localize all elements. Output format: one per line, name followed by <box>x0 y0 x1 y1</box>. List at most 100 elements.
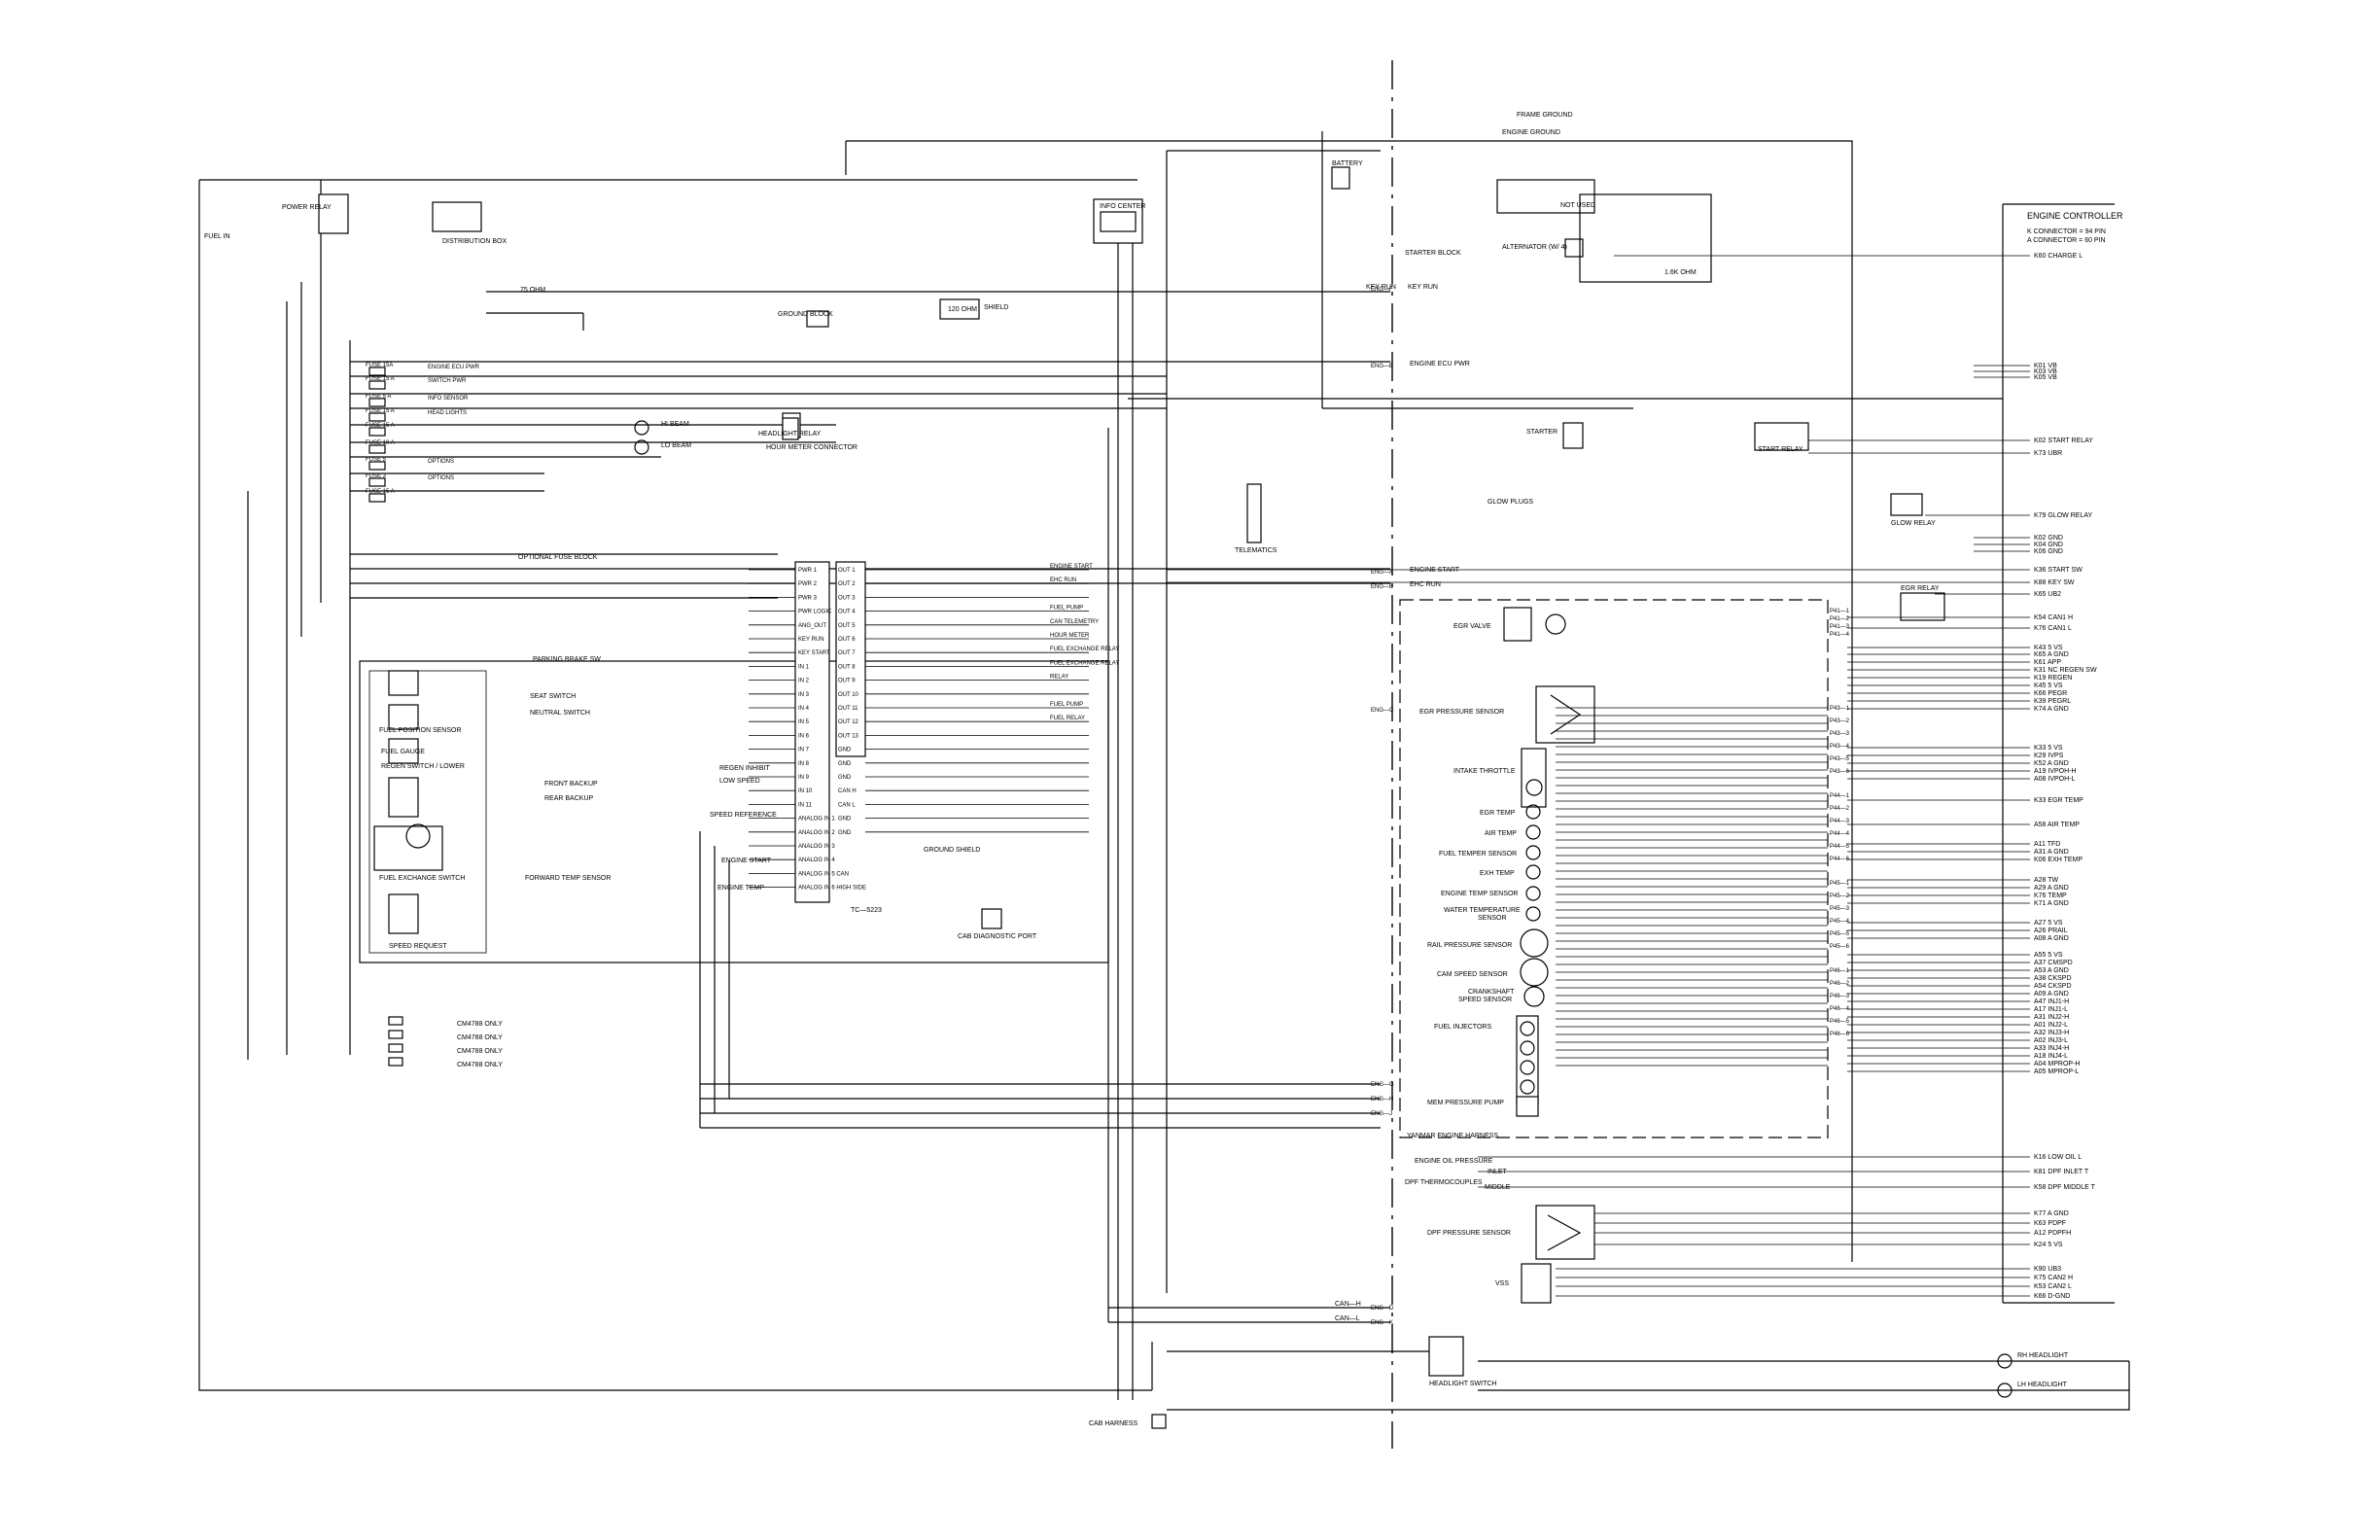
p-connector-pin: P43—1 <box>1830 706 1850 712</box>
p-connector-pin: P45—1 <box>1830 881 1850 887</box>
controller-pin-label: K58 DPF MIDDLE T <box>2034 1184 2096 1191</box>
mem-pressure-pump-label: MEM PRESSURE PUMP <box>1427 1100 1504 1106</box>
low-speed-label: LOW SPEED <box>719 778 760 785</box>
intake-throttle-label: INTAKE THROTTLE <box>1453 768 1516 775</box>
controller-pin-label: A38 CKSPD <box>2034 975 2072 982</box>
fuse-label: FUSE 5 <box>366 457 387 463</box>
controller-pin-label: A31 A GND <box>2034 849 2069 856</box>
controller-pin-label: K81 DPF INLET T <box>2034 1169 2089 1175</box>
p-connector-pin: P46—1 <box>1830 968 1850 974</box>
hi-beam-icon <box>634 420 649 436</box>
module-input-block <box>794 561 830 903</box>
controller-pin-label: K43 5 VS <box>2034 645 2063 651</box>
eng-connector-pin: ENG—J <box>1371 1111 1392 1117</box>
controller-pin-label: K24 5 VS <box>2034 1242 2063 1248</box>
module-input-pin: IN 11 <box>798 802 813 808</box>
water-temp-label-2: SENSOR <box>1478 915 1507 922</box>
forward-temp-sensor-label: FORWARD TEMP SENSOR <box>525 875 611 882</box>
glow-relay-label: GLOW RELAY <box>1891 520 1936 527</box>
controller-pin-label: K33 EGR TEMP <box>2034 797 2083 804</box>
air-temp-label: AIR TEMP <box>1485 830 1517 837</box>
p-connector-pin: P45—3 <box>1830 906 1850 912</box>
module-input-pin: PWR 3 <box>798 595 818 601</box>
ground-block <box>806 310 829 328</box>
fuse-label: FUSE 15A <box>366 363 393 368</box>
dpf-thermocouples-label: DPF THERMOCOUPLES <box>1405 1179 1483 1186</box>
controller-pin-label: K66 D-GND <box>2034 1293 2070 1300</box>
ehc-run-label: EHC RUN <box>1410 581 1441 588</box>
controller-title: ENGINE CONTROLLER <box>2027 211 2123 221</box>
engine-connector-pins: ENG—FENG—EENG—AENG—BENG—CENG—GENG—HENG—J… <box>1371 287 1394 1326</box>
p-connector-pin: P44—1 <box>1830 793 1850 799</box>
egr-temp-label: EGR TEMP <box>1480 810 1516 817</box>
eng-connector-pin: ENG—D <box>1371 1306 1394 1312</box>
p-connector-pin: P43—4 <box>1830 744 1850 750</box>
egr-valve-label: EGR VALVE <box>1453 623 1491 630</box>
start-relay-label: START RELAY <box>1758 446 1803 453</box>
circuit-label: HEAD LIGHTS <box>428 410 467 416</box>
controller-pin-label: A02 INJ3-L <box>2034 1037 2068 1044</box>
cab-harness-connector <box>1151 1414 1167 1429</box>
ohm75-label: 75 OHM <box>520 287 545 294</box>
terminator-120-ohm <box>939 298 980 320</box>
controller-pin-label: K54 CAN1 H <box>2034 614 2073 621</box>
egr-pin: P41—2 <box>1830 616 1850 622</box>
controller-pin-label: K45 5 VS <box>2034 682 2063 689</box>
controller-pin-label: K53 CAN2 L <box>2034 1283 2072 1290</box>
module-output-label: HOUR METER <box>1050 633 1090 639</box>
speed-request-label: SPEED REQUEST <box>389 943 447 950</box>
module-output-pin: OUT 12 <box>838 719 859 725</box>
fuel-in-label: FUEL IN <box>204 233 230 240</box>
module-output-pin: OUT 2 <box>838 581 856 587</box>
module-output-label: FUEL EXCHANGE RELAY <box>1050 660 1119 666</box>
controller-pin-label: K19 REGEN <box>2034 675 2072 682</box>
engine-oil-pressure-label: ENGINE OIL PRESSURE <box>1415 1158 1493 1165</box>
neutral-switch-label: NEUTRAL SWITCH <box>530 710 590 717</box>
module-input-pin: IN 6 <box>798 733 810 739</box>
controller-pin-label: K06 EXH TEMP <box>2034 857 2082 863</box>
module-output-label: RELAY <box>1050 675 1068 681</box>
controller-pin-label: K05 VB <box>2034 374 2057 381</box>
controller-pin-label: K39 PEGRL <box>2034 698 2071 705</box>
circuit-label: ENGINE ECU PWR <box>428 365 480 370</box>
module-input-pin: KEY START <box>798 650 830 656</box>
controller-pin-label: K90 UB3 <box>2034 1266 2061 1273</box>
module-input-pin: IN 4 <box>798 706 810 712</box>
alternator-label: ALTERNATOR (W/ 4) <box>1502 244 1567 251</box>
lo-beam-icon <box>634 439 649 455</box>
module-output-label: CAN TELEMETRY <box>1050 619 1099 625</box>
controller-pin-label: A27 5 VS <box>2034 920 2063 927</box>
controller-pin-label: K66 PEGR <box>2034 690 2067 697</box>
glow-relay <box>1890 493 1923 516</box>
controller-pin-label: A18 INJ4-L <box>2034 1053 2068 1060</box>
module-input-pin: IN 2 <box>798 679 810 684</box>
cam-speed-sensor-icon <box>1520 958 1549 987</box>
cam-speed-sensor-label: CAM SPEED SENSOR <box>1437 971 1508 978</box>
module-input-pin: PWR LOGIC <box>798 610 832 615</box>
dpf-pressure-sensor-body <box>1535 1205 1595 1260</box>
module-input-pin: ANALOG IN 5 CAN <box>798 871 849 877</box>
controller-pin-label: A55 5 VS <box>2034 952 2063 959</box>
module-input-pin: IN 7 <box>798 748 810 753</box>
ohm120-label: 120 OHM <box>948 306 977 313</box>
module-output-label: FUEL PUMP <box>1050 606 1083 612</box>
controller-pin-label: A33 INJ4-H <box>2034 1045 2069 1052</box>
can-h-label: CAN—H <box>1335 1301 1361 1308</box>
controller-pin-label: A47 INJ1-H <box>2034 998 2069 1005</box>
module-input-pin: IN 3 <box>798 692 810 698</box>
ohm-1k-label: 1.6K OHM <box>1664 269 1697 276</box>
not-used-box <box>1496 179 1595 214</box>
controller-pin-label: K16 LOW OIL L <box>2034 1154 2082 1161</box>
p-connector-pin: P45—6 <box>1830 944 1850 950</box>
eng-connector-pin: ENG—H <box>1371 1097 1393 1102</box>
module-input-pin: IN 1 <box>798 664 810 670</box>
module-input-pin: IN 10 <box>798 788 813 794</box>
module-output-pin: GND <box>838 748 852 753</box>
glow-plugs-label: GLOW PLUGS <box>1488 499 1533 506</box>
circuit-label: SWITCH PWR <box>428 378 467 384</box>
controller-sub2: A CONNECTOR = 60 PIN <box>2027 237 2106 244</box>
module-input-pin: ANALOG IN 2 <box>798 830 835 836</box>
front-backup-label: FRONT BACKUP <box>544 781 598 788</box>
starter <box>1562 422 1584 449</box>
